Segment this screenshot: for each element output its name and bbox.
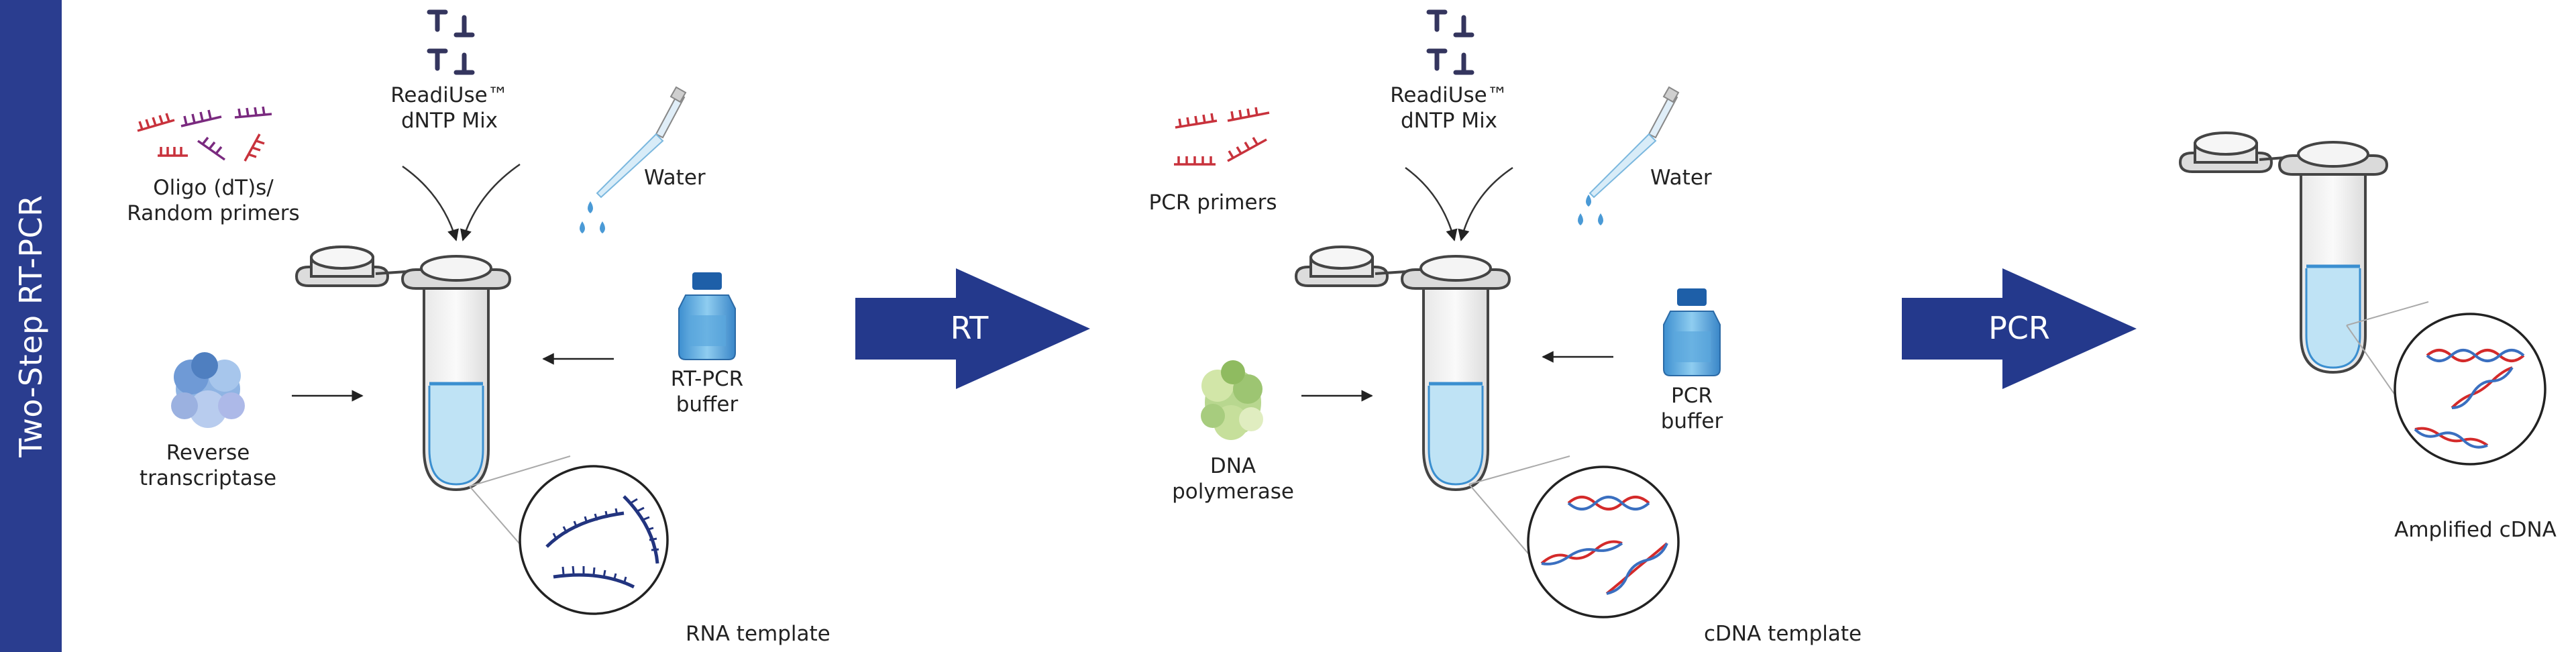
flow-arrows-top-2 [1405,166,1513,241]
flow-arrows-top [402,163,521,241]
reaction-tube-1 [294,246,512,492]
rt-pcr-buffer-bottle [678,272,736,360]
water-drops-icon [580,201,605,233]
sidebar-banner: Two-Step RT-PCR [0,0,62,652]
pcr-buffer-bottle [1663,288,1721,376]
rna-template-circle [519,465,669,615]
dna-polymerase-icon [1201,360,1263,440]
water-label: Water [644,166,706,190]
dntp-icon-2 [1426,9,1474,75]
pcr-step-label: PCR [1988,310,2050,346]
amplified-cdna-label: Amplified cDNA [2394,518,2557,542]
pcr-step-arrow: PCR [1902,268,2137,389]
pcr-primers-label: PCR primers [1149,191,1277,215]
reverse-transcriptase-icon [171,352,245,428]
primers-icon [137,106,272,162]
pipette-icon [596,86,687,199]
cdna-template-label: cDNA template [1704,622,1862,646]
amplified-cdna-circle [2394,313,2546,466]
panel-3: Amplified cDNA [2178,131,2557,542]
primers-label: Oligo (dT)s/Random primers [127,176,299,225]
pipette-icon-2 [1589,86,1680,199]
water-drops-icon-2 [1578,195,1603,225]
reaction-tube-2 [1294,246,1511,492]
rt-step-label: RT [951,310,989,346]
pcr-primers-icon [1174,107,1270,166]
water-label-2: Water [1650,166,1712,190]
dntp-icon [427,9,475,75]
reaction-tube-3 [2178,131,2389,374]
cdna-template-circle [1527,466,1680,618]
rt-step-arrow: RT [855,268,1090,389]
rna-template-label: RNA template [686,622,830,646]
